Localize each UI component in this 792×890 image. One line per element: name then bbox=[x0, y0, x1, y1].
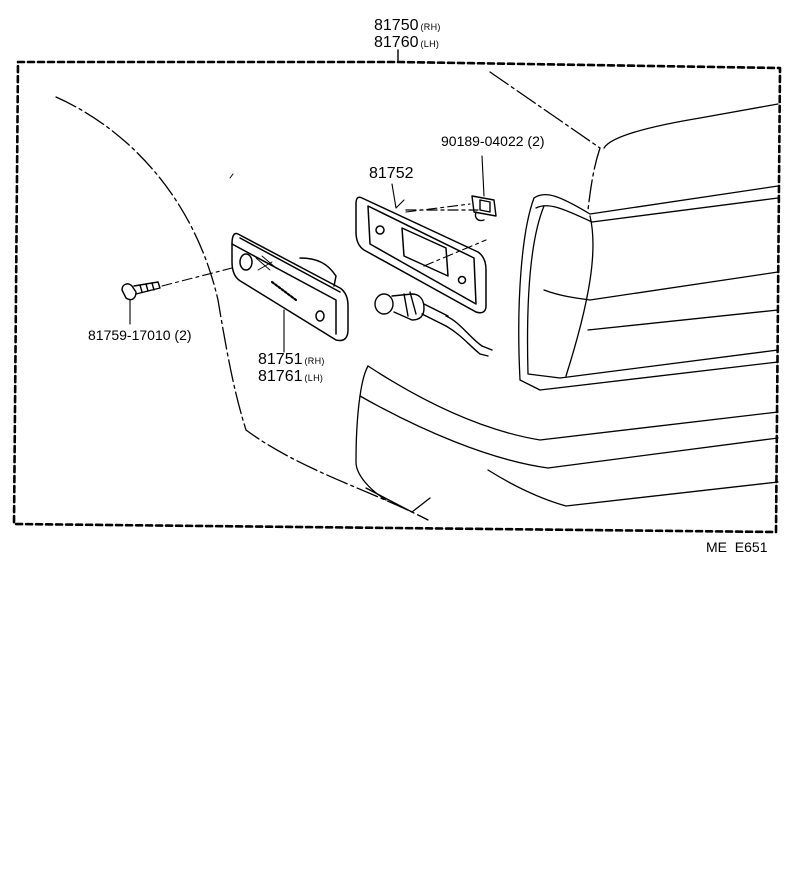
bulb-socket bbox=[374, 291, 493, 357]
assembly-part-no-lh: 81760 bbox=[374, 34, 419, 51]
lens-part-no-lh: 81761 bbox=[258, 368, 303, 385]
screw-label: 81759-17010 (2) bbox=[88, 328, 192, 343]
screw-qty: (2) bbox=[174, 327, 192, 343]
gasket bbox=[355, 196, 487, 314]
nut-label: 90189-04022 (2) bbox=[441, 134, 545, 149]
assembly-suffix-lh: (LH) bbox=[420, 39, 440, 49]
clip-nut bbox=[471, 155, 497, 222]
gasket-label: 81752 bbox=[369, 166, 414, 182]
diagram-code: ME E651 bbox=[706, 539, 768, 555]
leader-lines bbox=[283, 183, 397, 353]
lens-suffix-lh: (LH) bbox=[304, 373, 324, 383]
fender-outline bbox=[55, 71, 601, 521]
assembly-label: 81750(RH) 81760(LH) bbox=[374, 18, 441, 52]
assembly-suffix-rh: (RH) bbox=[420, 22, 441, 32]
gasket-part-no: 81752 bbox=[369, 165, 414, 182]
lens-label: 81751(RH) 81761(LH) bbox=[258, 352, 325, 386]
tapping-screw bbox=[121, 281, 161, 325]
assembly-boundary-frame bbox=[12, 60, 782, 534]
assembly-part-no-rh: 81750 bbox=[374, 17, 419, 34]
stray-mark bbox=[229, 173, 234, 179]
nut-qty: (2) bbox=[527, 133, 545, 149]
side-marker-lens bbox=[231, 232, 349, 342]
nut-part-no: 90189-04022 bbox=[441, 133, 524, 149]
screw-part-no: 81759-17010 bbox=[88, 327, 171, 343]
lens-part-no-rh: 81751 bbox=[258, 351, 303, 368]
headlamp-corner bbox=[518, 103, 779, 391]
lens-suffix-rh: (RH) bbox=[304, 356, 325, 366]
bumper-outline bbox=[355, 365, 779, 513]
assembly-axis bbox=[161, 203, 487, 287]
